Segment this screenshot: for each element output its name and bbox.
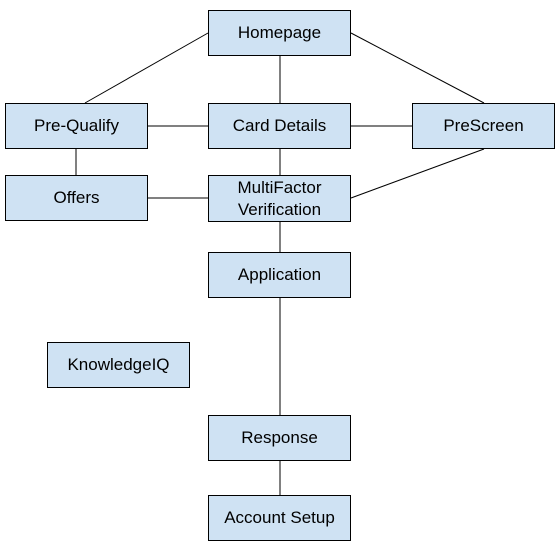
- node-prescreen: PreScreen: [412, 103, 555, 149]
- node-offers-label: Offers: [53, 188, 100, 207]
- node-application-label: Application: [237, 265, 322, 284]
- node-application: Application: [208, 252, 351, 298]
- node-knowledgeiq-label: KnowledgeIQ: [67, 355, 170, 374]
- node-multifactor-verification: MultiFactor Verification: [208, 175, 351, 222]
- node-response-label: Response: [241, 428, 318, 447]
- node-homepage-label: Homepage: [237, 23, 322, 42]
- edge-homepage-prescreen: [350, 32, 485, 104]
- node-card-details: Card Details: [208, 103, 351, 149]
- node-account-setup-label: Account Setup: [224, 508, 335, 527]
- node-multifactor-verification-label: MultiFactor Verification: [237, 177, 322, 219]
- node-pre-qualify: Pre-Qualify: [5, 103, 148, 149]
- node-offers: Offers: [5, 175, 148, 221]
- node-knowledgeiq: KnowledgeIQ: [47, 342, 190, 388]
- node-homepage: Homepage: [208, 10, 351, 56]
- edge-homepage-prequalify: [84, 32, 209, 104]
- node-card-details-label: Card Details: [232, 116, 327, 135]
- node-pre-qualify-label: Pre-Qualify: [33, 116, 120, 135]
- node-prescreen-label: PreScreen: [443, 116, 524, 135]
- node-response: Response: [208, 415, 351, 461]
- edge-prescreen-multifactor: [350, 148, 485, 199]
- node-account-setup: Account Setup: [208, 495, 351, 541]
